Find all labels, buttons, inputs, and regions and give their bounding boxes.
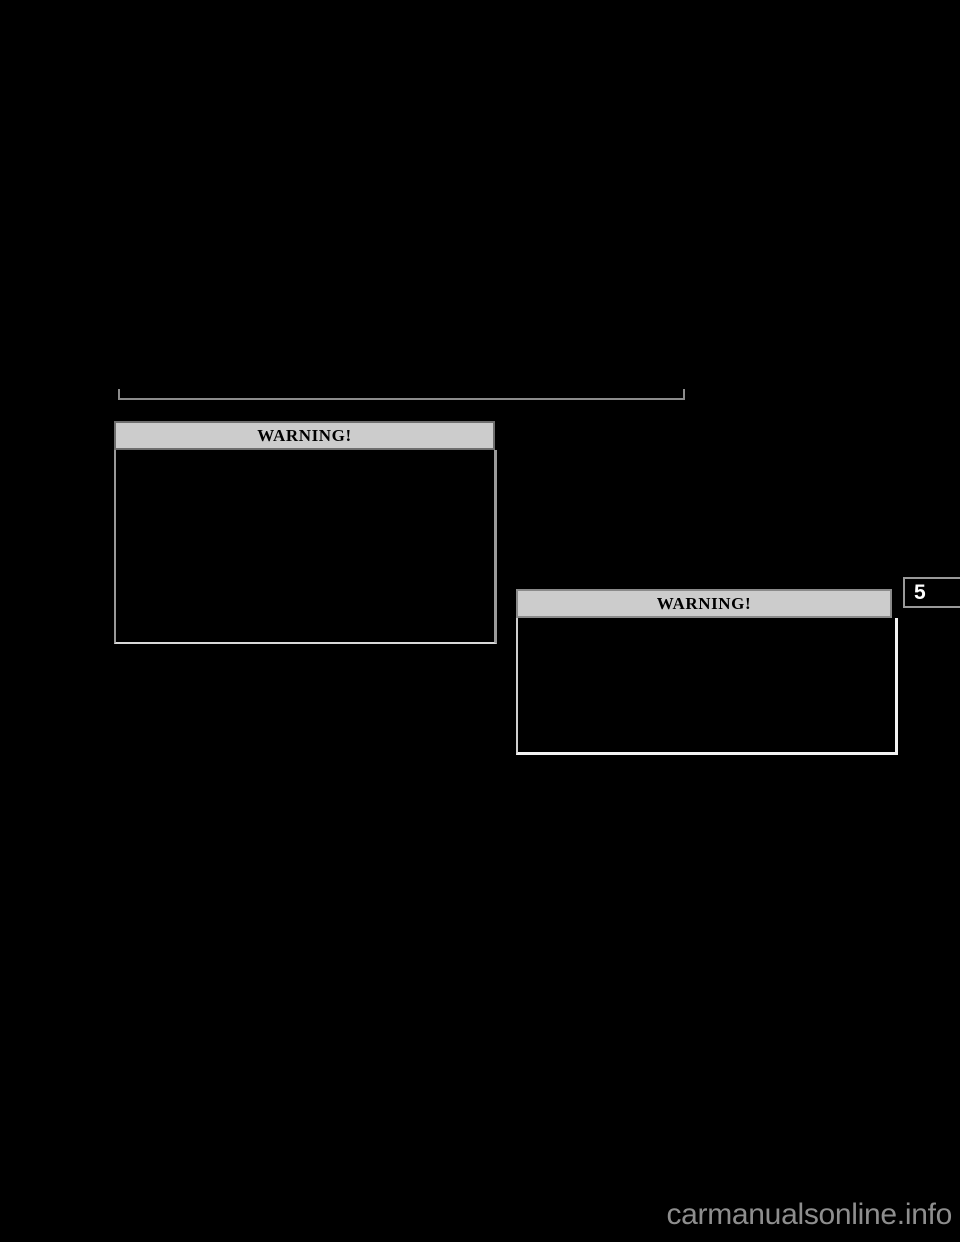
chapter-page-tab: 5	[903, 577, 960, 608]
warning-box-right: WARNING!	[516, 589, 899, 757]
warning-left-header: WARNING!	[114, 421, 495, 450]
site-watermark: carmanualsonline.info	[666, 1198, 952, 1231]
warning-right-header: WARNING!	[516, 589, 892, 618]
warning-left-body	[114, 450, 497, 644]
column-divider-rule	[118, 389, 685, 400]
warning-box-left: WARNING!	[114, 421, 497, 646]
rule-tick-left	[118, 389, 120, 400]
rule-tick-right	[683, 389, 685, 400]
warning-right-body	[516, 618, 898, 755]
